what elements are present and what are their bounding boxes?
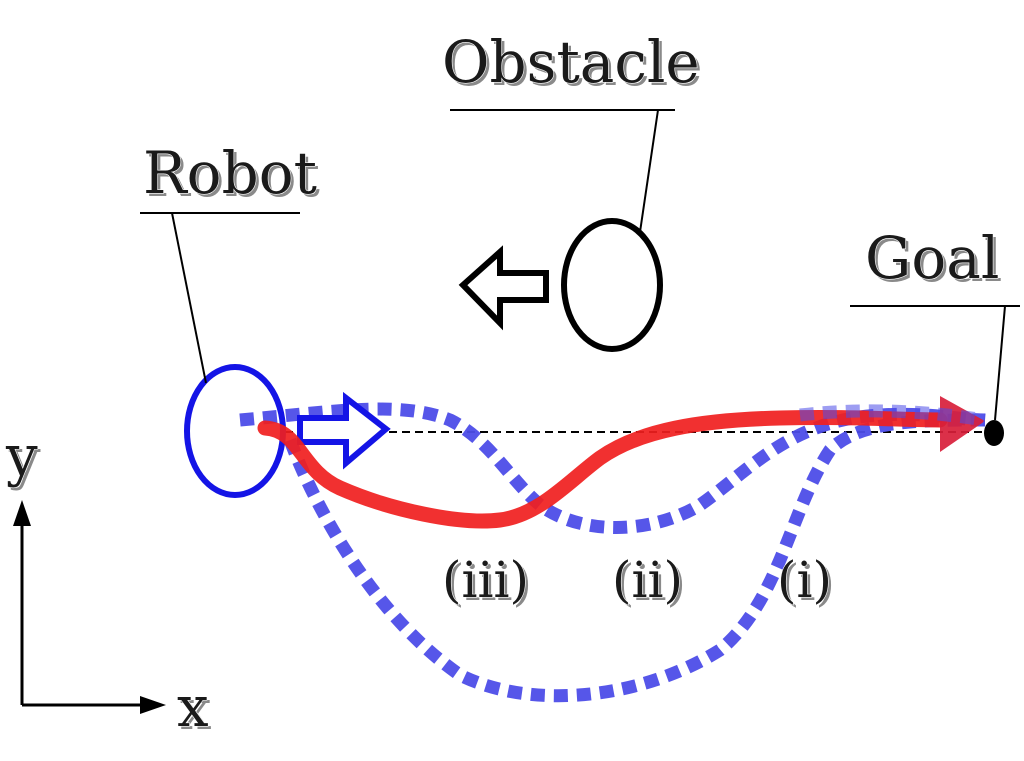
chosen-path [257, 396, 986, 529]
leader-lines [140, 109, 1020, 421]
obstacle-label: Obstacle [442, 28, 700, 96]
path-ii-label: (ii) [612, 551, 683, 609]
path-ii-label-shadow: (ii) [615, 554, 686, 612]
candidate-paths [239, 402, 986, 703]
obstacle-leader [639, 109, 659, 233]
robot-label-shadow: Robot [146, 142, 320, 210]
x-axis-label-shadow: x [180, 678, 212, 743]
goal-label: Goal [865, 224, 999, 292]
right-arrow-icon [297, 391, 391, 470]
y-axis-arrowhead [13, 500, 31, 526]
y-axis-label-shadow: y [8, 427, 41, 492]
obstacle [458, 218, 663, 352]
x-axis-arrowhead [140, 696, 166, 714]
obstacle-circle [561, 218, 663, 352]
obstacle-label-shadow: Obstacle [445, 31, 703, 99]
labels: Obstacle Obstacle Robot Robot Goal Goal … [142, 27, 1002, 612]
x-axis-label: x [177, 675, 209, 740]
goal-leader [994, 305, 1006, 421]
robot-label: Robot [143, 139, 317, 207]
goal-label-shadow: Goal [868, 227, 1002, 295]
robot-leader [171, 212, 207, 384]
goal-point [984, 420, 1004, 446]
y-axis-label: y [5, 424, 38, 489]
path-ii-dotted [799, 404, 986, 427]
coordinate-axes: y y x x [4, 423, 212, 743]
path-iii-label-shadow: (iii) [445, 554, 532, 612]
path-i-dotted [283, 413, 986, 703]
left-arrow-icon [458, 245, 549, 331]
path-i-label: (i) [777, 551, 832, 609]
goal [984, 420, 1004, 446]
path-i-label-shadow: (i) [780, 554, 835, 612]
chosen-path-arrowhead [940, 396, 985, 452]
path-iii-label: (iii) [442, 551, 529, 609]
